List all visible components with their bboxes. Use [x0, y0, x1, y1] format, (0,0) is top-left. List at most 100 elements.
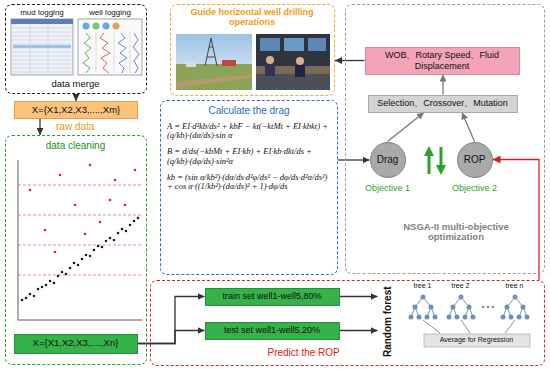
well-logging-screenshot	[83, 23, 90, 30]
drilling-site-photo	[222, 60, 236, 66]
drilling-site-photo	[176, 34, 252, 90]
model-label: Random forest	[382, 281, 394, 361]
flow-arrow	[338, 159, 370, 160]
well-logging-screenshot	[96, 32, 130, 73]
formula: B = d/ds(−kbMt + EI·kb) + EI·kb·dkt/ds +…	[167, 147, 331, 167]
clean-data-box: X={X1,X2,X3,....,Xn}	[14, 334, 138, 354]
step-label: raw data	[56, 121, 126, 133]
random-forest-model: Random foresttree 1tree 2tree nAverage f…	[378, 282, 540, 362]
control-room-photo	[266, 56, 274, 64]
control-room-photo	[265, 64, 275, 76]
flow-arrow	[493, 160, 540, 281]
well-logging-screenshot	[93, 23, 100, 30]
mud-logging-screenshot	[11, 19, 73, 75]
data-set-label: X={X1,X2,X3,....,Xm}	[19, 105, 133, 116]
control-room-photo	[308, 38, 326, 51]
objective-label: Objective 2	[443, 183, 507, 193]
mud-logging-screenshot	[13, 45, 71, 48]
control-room-photo	[295, 65, 305, 77]
output-label: Average for Regression	[424, 336, 530, 344]
scatter-plot	[18, 185, 142, 275]
control-room-photo	[284, 38, 304, 51]
mud-logging-screenshot	[11, 19, 73, 75]
box-label: WOB、Rotary Speed、Fluid Displacement	[370, 50, 515, 71]
formula: kb = (sin α/kb²)·(dα/ds·d²φ/ds² − dφ/ds·…	[167, 173, 331, 193]
tree-label: tree 2	[446, 282, 476, 290]
step-label: data merge	[6, 79, 145, 90]
guidance-panel: Guide horizontal well drilling operation…	[170, 4, 335, 96]
drag-panel: Calculate the drag A = EI·d²kb/ds² + kbF …	[160, 100, 338, 275]
well-logging-screenshot	[78, 19, 142, 75]
objective-circle: ROPObjective 2	[457, 142, 493, 178]
drilling-site-photo	[186, 62, 196, 67]
screenshot-label: well logging	[78, 8, 142, 17]
box-label: test set well1-well5,20%	[210, 325, 335, 335]
flow-arrow	[340, 330, 378, 331]
drilling-site-photo	[176, 34, 252, 90]
flow-arrow	[138, 297, 205, 344]
control-room-photo	[256, 34, 330, 90]
raw-data-box: X={X1,X2,X3,....,Xm}raw data	[14, 101, 138, 119]
well-logging-screenshot	[113, 23, 120, 30]
well-logging-screenshot	[103, 23, 110, 30]
scatter-plot	[30, 165, 135, 252]
objective-label: Objective 1	[356, 183, 420, 193]
dataset-box: train set well1-well5,80%	[205, 288, 340, 306]
circle-label: Drag	[375, 154, 401, 166]
source-data-panel: mud logging well logging data merge	[5, 4, 147, 94]
panel-title: data cleaning	[6, 140, 145, 152]
control-room-photo	[260, 38, 280, 51]
trade-off-arrows	[424, 146, 434, 156]
mud-logging-screenshot	[11, 19, 73, 24]
box-label: train set well1-well5,80%	[210, 291, 335, 301]
well-logging-screenshot	[83, 33, 91, 73]
trade-off-arrows	[436, 165, 446, 175]
objective-circle: DragObjective 1	[370, 142, 406, 178]
data-set-label: X={X1,X2,X3,....,Xn}	[19, 338, 133, 349]
panel-title: Calculate the drag	[167, 105, 331, 117]
drilling-site-photo	[205, 38, 217, 66]
well-logging-screenshot	[78, 19, 142, 75]
mud-logging-screenshot	[13, 24, 71, 74]
circle-label: ROP	[462, 154, 488, 166]
well-logging-screenshot	[133, 33, 139, 73]
flow-arrow	[335, 60, 365, 61]
tree-label: tree n	[500, 282, 530, 290]
dataset-box: test set well1-well5,20%	[205, 322, 340, 340]
control-room-photo	[256, 34, 330, 90]
flow-arrow	[39, 119, 40, 135]
flow-arrow	[388, 113, 425, 142]
well-logging-screenshot	[100, 33, 110, 73]
flow-arrow	[340, 296, 378, 297]
trade-off-arrows	[424, 146, 446, 175]
data-cleaning-panel: data cleaningX={X1,X2,X3,....,Xn}	[5, 135, 147, 365]
decision-trees	[411, 297, 527, 333]
formula: A = EI·d²kb/ds² + kbF − kt(−ktMt + EI·kb…	[167, 122, 331, 142]
drilling-site-photo	[176, 64, 252, 90]
decision-trees	[483, 306, 493, 308]
scatter-plot	[18, 160, 142, 320]
screenshot-label: mud logging	[11, 8, 73, 17]
well-logging-screenshot	[118, 33, 127, 73]
box-label: Selection、Crossover、Mutation	[373, 98, 513, 108]
flow-arrow	[138, 331, 205, 344]
panel-title: Guide horizontal well drilling operation…	[173, 7, 331, 28]
panel-title: NSGA-II multi-objective optimization	[383, 222, 530, 244]
flow-arrow	[75, 94, 76, 101]
decision-trees	[411, 297, 530, 347]
parameter-box: WOB、Rotary Speed、Fluid Displacement	[365, 47, 520, 75]
control-room-photo	[256, 74, 330, 90]
flow-arrow	[442, 75, 443, 95]
operator-box: Selection、Crossover、Mutation	[368, 95, 518, 113]
panel-title: Predict the ROP	[268, 347, 368, 359]
optimization-panel: NSGA-II multi-objective optimization WOB、…	[345, 4, 545, 274]
decision-trees	[411, 297, 527, 317]
drilling-site-photo	[176, 74, 252, 88]
prediction-panel: Predict the ROP train set well1-well5,80%…	[150, 280, 545, 366]
flow-arrow	[462, 113, 475, 142]
scatter-plot	[22, 218, 138, 300]
decision-trees	[424, 334, 530, 347]
control-room-photo	[296, 57, 304, 65]
scatter-plot	[18, 160, 142, 320]
